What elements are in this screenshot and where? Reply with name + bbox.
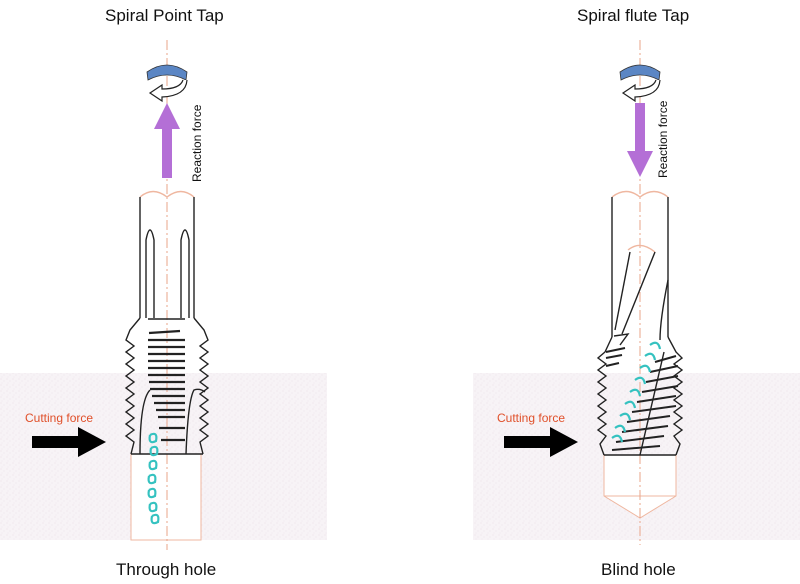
rotation-arrow-right bbox=[619, 64, 661, 103]
reaction-force-label-right: Reaction force bbox=[656, 100, 670, 178]
cutting-force-arrow-left bbox=[32, 427, 106, 457]
reaction-force-label-left: Reaction force bbox=[190, 104, 204, 182]
reaction-arrow-down bbox=[627, 103, 653, 177]
spiral-flute-tap bbox=[596, 190, 684, 456]
chips-right bbox=[611, 341, 662, 443]
caption-through-hole: Through hole bbox=[116, 560, 217, 579]
rotation-arrow-left bbox=[146, 64, 188, 103]
cutting-force-arrow-right bbox=[504, 427, 578, 457]
title-spiral-point-tap: Spiral Point Tap bbox=[105, 6, 224, 25]
reaction-arrow-up bbox=[154, 103, 180, 178]
caption-blind-hole: Blind hole bbox=[601, 560, 676, 579]
chips-left bbox=[147, 432, 160, 525]
cutting-force-label-right: Cutting force bbox=[497, 411, 566, 425]
through-hole bbox=[130, 453, 202, 541]
spiral-point-tap bbox=[124, 190, 210, 455]
cutting-force-label-left: Cutting force bbox=[25, 411, 94, 425]
title-spiral-flute-tap: Spiral flute Tap bbox=[577, 6, 690, 25]
